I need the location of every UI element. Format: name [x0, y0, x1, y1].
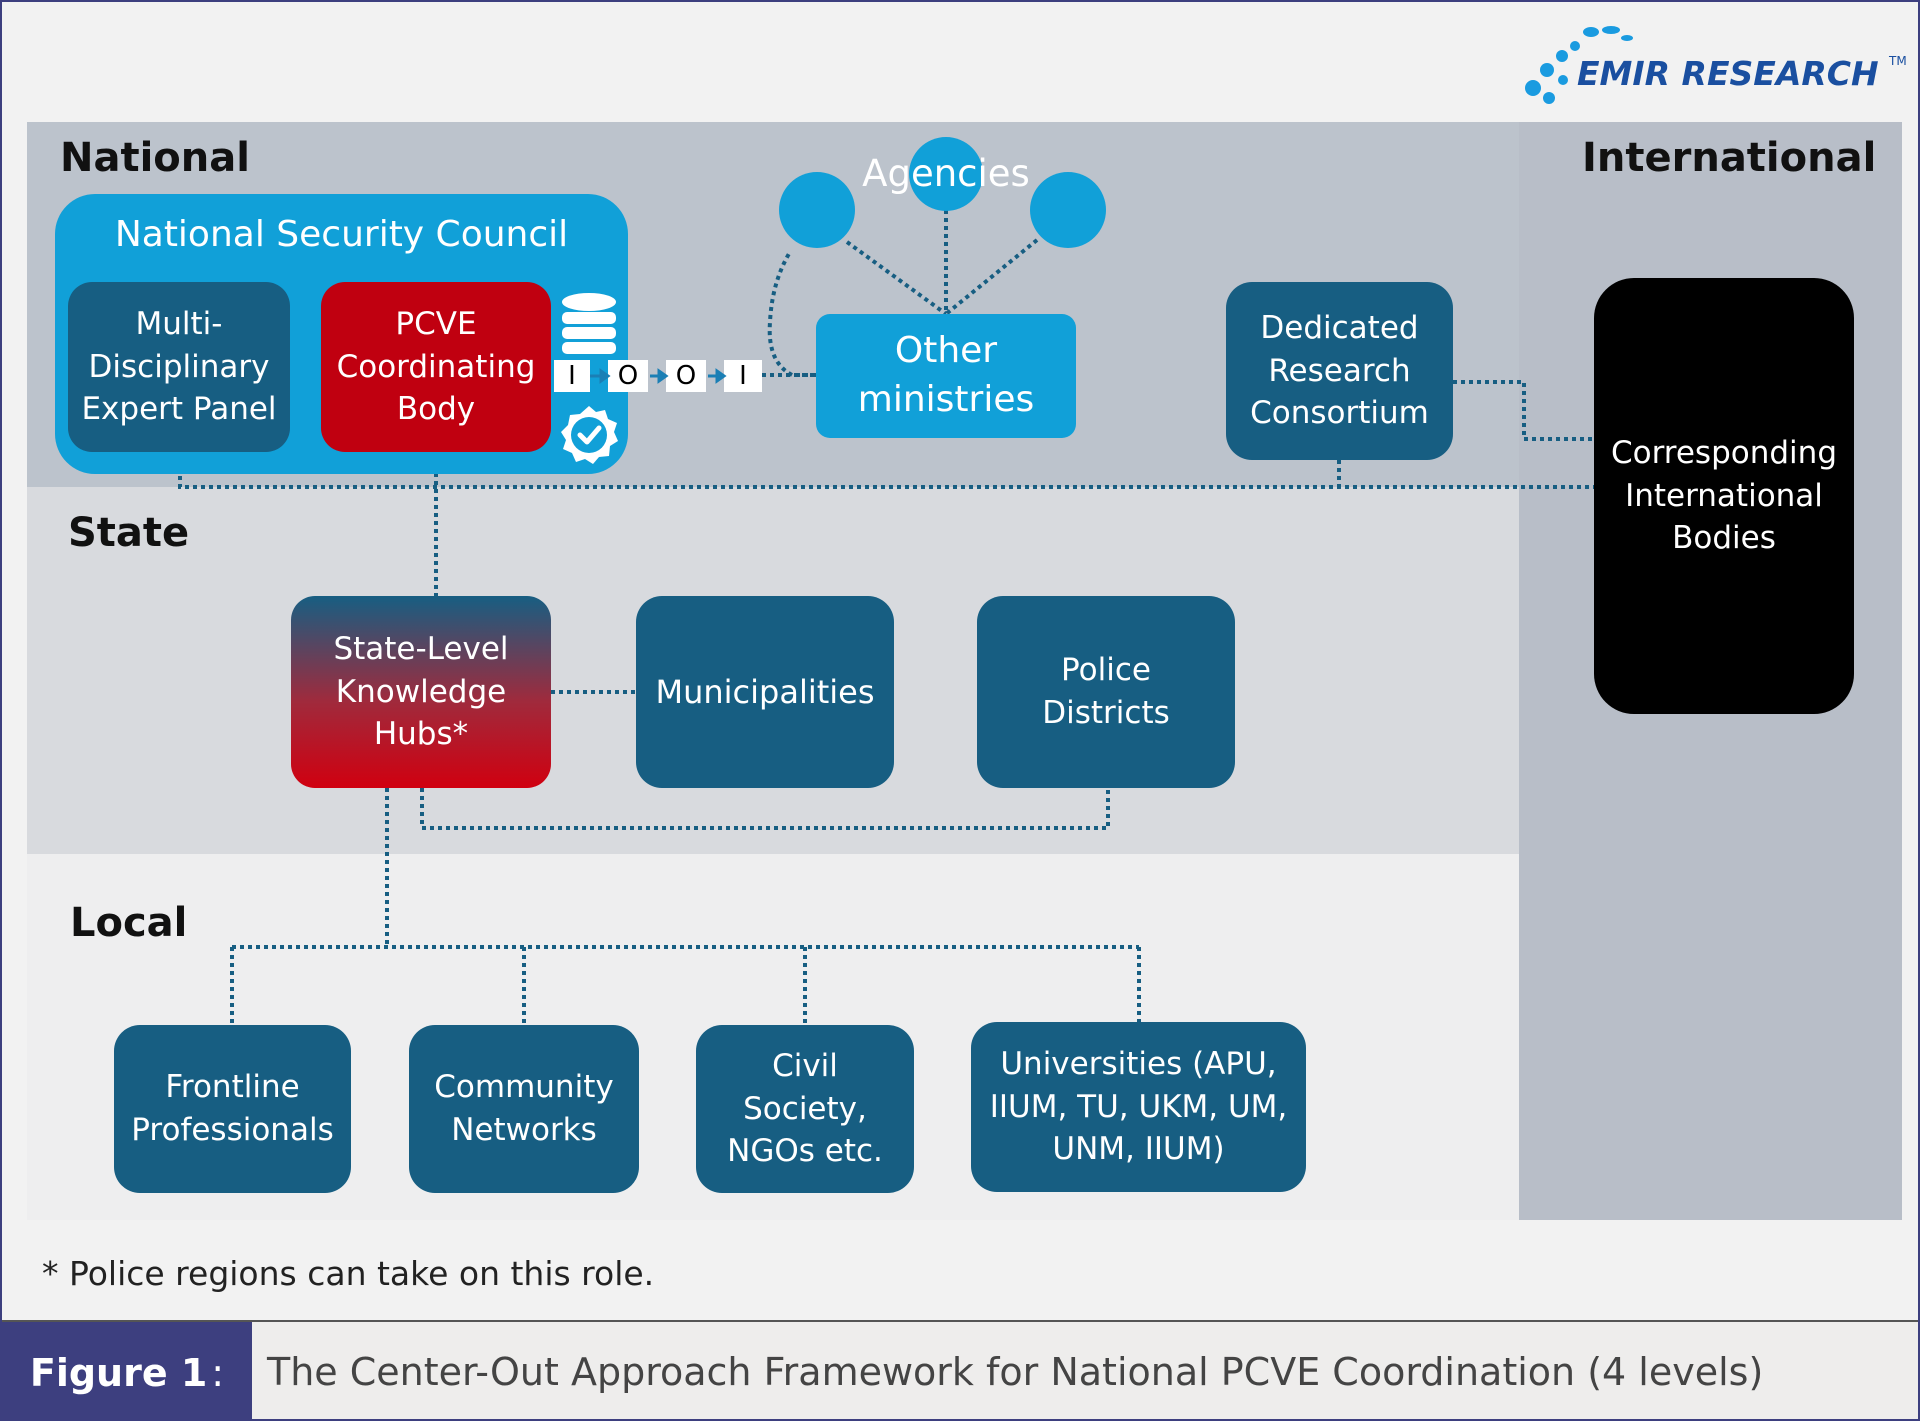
- civil-society-label: Civil Society, NGOs etc.: [727, 1047, 883, 1170]
- knowledge-hubs-label: State-Level Knowledge Hubs*: [333, 630, 509, 753]
- expert-panel-label: Multi-Disciplinary Expert Panel: [81, 305, 277, 428]
- connector-agency-right-to-ministries: [944, 238, 1039, 316]
- caption-text: The Center-Out Approach Framework for Na…: [267, 1350, 1764, 1394]
- municipalities-label: Municipalities: [655, 672, 875, 711]
- nsc-title: National Security Council: [114, 214, 569, 255]
- io-chain-item-4: I: [724, 360, 762, 392]
- other-ministries-label: Other ministries: [857, 330, 1035, 420]
- knowledge-hubs-box: State-Level Knowledge Hubs*: [291, 596, 551, 788]
- caption-colon: :: [211, 1350, 225, 1395]
- agency-circle-left: [779, 172, 855, 248]
- io-chain-item-3: O: [666, 360, 706, 392]
- community-networks-label: Community Networks: [434, 1069, 614, 1148]
- footnote: * Police regions can take on this role.: [42, 1254, 655, 1293]
- agencies-label: Agencies: [862, 152, 1030, 195]
- connector-hubs-to-police: [420, 788, 1110, 830]
- io-chain-item-1: I: [554, 360, 590, 392]
- logo-text: EMIR RESEARCH: [1577, 54, 1879, 93]
- connector-agency-left-to-ministries: [845, 240, 948, 316]
- civil-society-box: Civil Society, NGOs etc.: [696, 1025, 914, 1193]
- emir-logo: EMIR RESEARCH TM: [1517, 24, 1907, 104]
- logo-dots-icon: [1525, 26, 1633, 104]
- connector-research-to-international: [1453, 380, 1594, 441]
- police-districts-label: Police Districts: [1042, 652, 1170, 731]
- database-icon: [562, 293, 616, 354]
- universities-label: Universities (APU, IIUM, TU, UKM, UM, UN…: [989, 1045, 1288, 1168]
- frontline-professionals-label: Frontline Professionals: [131, 1069, 334, 1148]
- other-ministries-box: Other ministries: [816, 314, 1076, 438]
- agency-circle-center: [909, 137, 983, 211]
- frontline-professionals-box: Frontline Professionals: [114, 1025, 351, 1193]
- connector-agencies-left: [767, 250, 816, 377]
- level-label-international: International: [1582, 135, 1877, 181]
- pcve-body-label: PCVE Coordinating Body: [336, 305, 536, 428]
- verified-badge-icon: [561, 406, 618, 464]
- caption-label: Figure 1: [29, 1350, 208, 1395]
- agency-circles: [779, 137, 1106, 248]
- io-chain-arrows: [590, 368, 727, 384]
- level-label-state: State: [68, 510, 190, 556]
- logo-trademark: TM: [1889, 54, 1907, 68]
- io-chain-item-2: O: [608, 360, 648, 392]
- pcve-coordinating-body: PCVE Coordinating Body: [321, 282, 551, 452]
- caption-label-block: Figure 1:: [2, 1322, 252, 1419]
- universities-box: Universities (APU, IIUM, TU, UKM, UM, UN…: [971, 1022, 1306, 1192]
- caption-bar: Figure 1: The Center-Out Approach Framew…: [2, 1320, 1918, 1419]
- international-bodies-label: Corresponding International Bodies: [1610, 434, 1837, 557]
- level-label-local: Local: [70, 900, 188, 946]
- police-districts-box: Police Districts: [977, 596, 1235, 788]
- community-networks-box: Community Networks: [409, 1025, 639, 1193]
- research-consortium-box: Dedicated Research Consortium: [1226, 282, 1453, 460]
- municipalities-box: Municipalities: [636, 596, 894, 788]
- level-label-national: National: [60, 135, 250, 181]
- research-consortium-label: Dedicated Research Consortium: [1250, 309, 1429, 432]
- expert-panel-box: Multi-Disciplinary Expert Panel: [68, 282, 290, 452]
- agency-circle-right: [1030, 172, 1106, 248]
- international-bodies-box: Corresponding International Bodies: [1594, 278, 1854, 714]
